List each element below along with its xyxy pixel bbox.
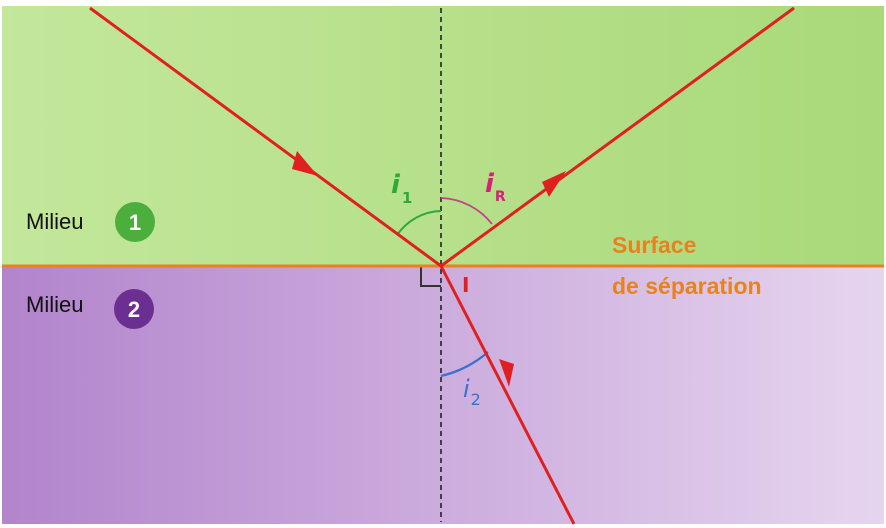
- medium-2-number: 2: [128, 297, 140, 322]
- reflected-ray: [440, 6, 795, 268]
- incident-ray: [89, 6, 442, 268]
- angle-label-ir-symbol: i: [485, 169, 495, 199]
- medium-1-label: Milieu: [26, 209, 83, 234]
- surface-label-line1: Surface: [612, 232, 696, 258]
- incident-arrowhead: [292, 151, 318, 176]
- angle-label-i1-symbol: i: [391, 170, 401, 200]
- refracted-arrowhead: [499, 359, 514, 387]
- surface-label-line2: de séparation: [612, 273, 762, 299]
- right-angle-marker: [420, 266, 441, 287]
- angle-label-i2: i2: [463, 375, 481, 409]
- angle-label-i2-symbol: i: [463, 375, 470, 403]
- angle-label-ir: iR: [485, 169, 506, 205]
- angle-arc-incidence: [396, 210, 442, 236]
- angle-label-i2-sub: 2: [471, 390, 481, 409]
- angle-arc-reflection: [440, 197, 493, 225]
- point-i-label: I: [462, 273, 469, 297]
- reflected-arrowhead: [542, 171, 566, 197]
- angle-label-ir-sub: R: [495, 189, 506, 205]
- angle-label-i1-sub: 1: [402, 189, 412, 207]
- refracted-ray: [439, 265, 576, 525]
- medium-1-number: 1: [129, 210, 141, 235]
- medium-2-badge: [114, 289, 154, 329]
- medium-1-badge: [115, 202, 155, 242]
- medium-2-label: Milieu: [26, 292, 83, 317]
